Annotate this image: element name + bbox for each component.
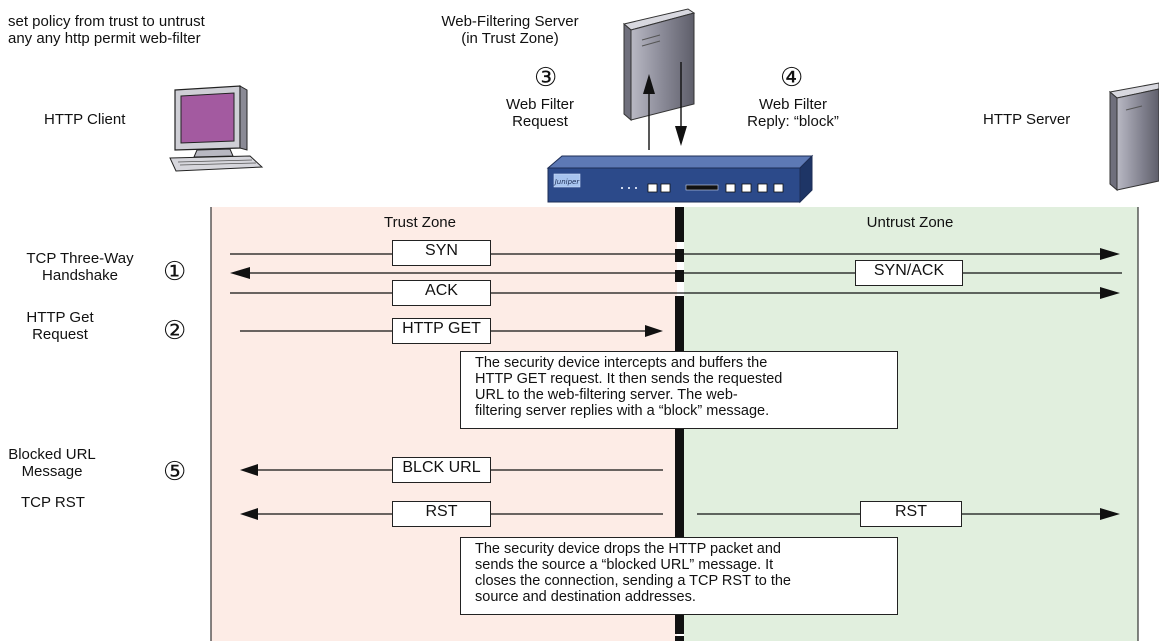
tcp-handshake-line-1: TCP Three-Way [26,250,134,267]
drop-note-line-1: The security device drops the HTTP packe… [475,541,781,557]
tcp-handshake-line-2: Handshake [42,267,118,284]
intercept-note-line-4: filtering server replies with a “block” … [475,403,770,419]
drop-note-line-2: sends the source a “blocked URL” message… [475,557,774,573]
step-4-line-2: Reply: “block” [747,113,839,130]
intercept-note-line-1: The security device intercepts and buffe… [475,355,768,371]
security-device-icon: Juniper [546,154,814,204]
step-4-number: ④ [780,63,804,93]
step-3-label: Web Filter Request [490,96,590,130]
step-2-number: ② [163,316,187,346]
step-4-line-1: Web Filter [758,96,828,113]
http-client-label: HTTP Client [44,111,126,128]
step-3-line-2: Request [512,113,568,130]
web-filtering-server-icon [622,8,696,122]
web-filter-request-arrow [643,74,655,150]
http-get-line-1: HTTP Get [26,309,94,326]
policy-line-1: set policy from trust to untrust [8,13,205,30]
intercept-note-line-2: HTTP GET request. It then sends the requ… [475,371,783,387]
step-5-number: ⑤ [163,457,187,487]
drop-note: The security device drops the HTTP packe… [460,537,898,615]
web-filtering-server-zone: (in Trust Zone) [461,30,559,47]
http-client-computer-icon [169,85,264,172]
blocked-url-line-2: Message [21,463,83,480]
security-device-boundary [675,207,684,641]
rst-left-packet-label: RST [392,501,491,527]
http-get-packet-label: HTTP GET [392,318,491,344]
step-4-label: Web Filter Reply: “block” [733,96,853,130]
step-3-line-1: Web Filter [505,96,575,113]
http-server-icon [1108,82,1159,192]
device-brand-label: Juniper [553,178,581,186]
policy-line-2: any any http permit web-filter [8,30,201,47]
http-get-line-2: Request [32,326,88,343]
untrust-zone-title: Untrust Zone [866,214,954,231]
rst-right-packet-label: RST [860,501,962,527]
http-server-label: HTTP Server [983,111,1071,128]
synack-packet-label: SYN/ACK [855,260,963,286]
step-3-number: ③ [534,63,558,93]
step-1-number: ① [163,257,187,287]
syn-packet-label: SYN [392,240,491,266]
syn-arrow [230,248,1120,260]
policy-command: set policy from trust to untrust any any… [8,13,205,47]
synack-arrow [230,267,1122,279]
drop-note-line-4: source and destination addresses. [475,589,696,605]
tcp-rst-label: TCP RST [21,494,85,511]
blocked-url-line-1: Blocked URL [8,446,96,463]
blocked-url-label: Blocked URL Message [0,446,104,480]
trust-zone-title: Trust Zone [384,214,456,231]
web-filter-reply-arrow [675,62,687,146]
intercept-note-line-3: URL to the web-filtering server. The web… [475,387,738,403]
drop-note-line-3: closes the connection, sending a TCP RST… [475,573,791,589]
web-filtering-server-label: Web-Filtering Server (in Trust Zone) [410,13,610,47]
intercept-note: The security device intercepts and buffe… [460,351,898,429]
ack-packet-label: ACK [392,280,491,306]
tcp-handshake-label: TCP Three-Way Handshake [0,250,160,284]
web-filtering-server-title: Web-Filtering Server [441,13,579,30]
http-get-request-label: HTTP Get Request [0,309,120,343]
ack-arrow [230,287,1120,299]
blocked-url-packet-label: BLCK URL [392,457,491,483]
